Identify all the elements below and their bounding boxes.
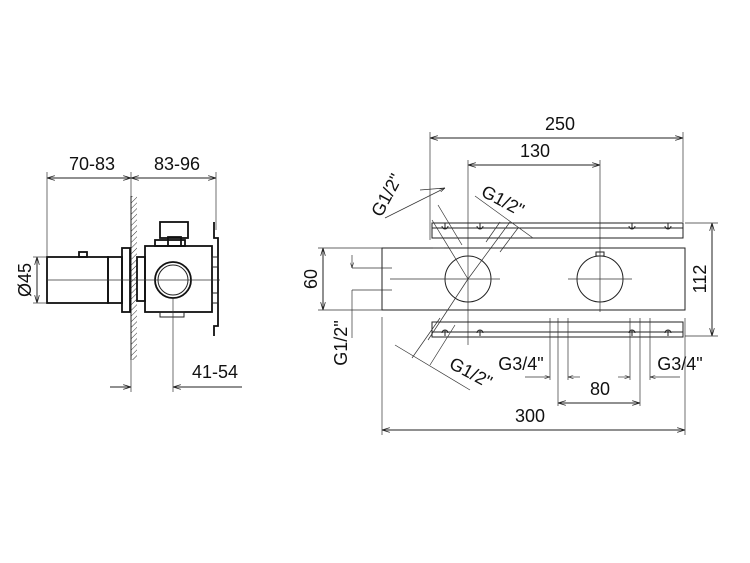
keyhole-slot [664,329,672,336]
dim-label-diameter: Ø45 [15,263,35,297]
keyhole-slots [441,223,672,336]
dim-label-wall-offset: 41-54 [192,362,238,382]
diagonal-line [467,221,511,280]
front-view: 250 130 [301,114,718,435]
thread-label-top-left: G1/2" [367,170,406,219]
dim-label-handle-depth: 70-83 [69,154,115,174]
diagonal-line [431,219,469,280]
dim-line-thread-bottom [394,344,471,391]
outlet-label-right: G3/4" [657,354,702,374]
diagonal-line [427,278,469,341]
dim-line-thread-top-left [384,188,445,219]
dim-label-plate-height: 112 [690,265,710,294]
keyhole-slot [628,329,636,336]
keyhole-slot [476,329,484,336]
dim-label-body-depth: 83-96 [154,154,200,174]
keyhole-slot [441,329,449,336]
diagonal-line [411,317,441,359]
bottom-cap [159,311,185,318]
thread-diagonals [384,188,534,391]
top-cap [159,221,189,239]
keyhole-slot [476,223,484,230]
dim-label-outlet-spacing: 80 [590,379,610,399]
valve-bar [381,247,686,311]
bracket-tab [211,292,219,304]
diagonal-line [485,221,501,243]
thread-label-left: G1/2" [331,320,351,365]
bracket-tab [211,256,219,268]
diagonal-line [499,227,519,253]
keyhole-slot [628,223,636,230]
dim-label-plate-width: 250 [545,114,575,134]
diagonal-line [429,324,456,366]
mounting-bracket [213,222,219,336]
dim-line-thread-top-right [474,195,534,239]
plate-strip-top [431,222,684,239]
dim-label-bar-height: 60 [301,269,321,289]
diagonal-line [437,204,463,246]
handle-pin [78,251,88,258]
keyhole-slot [664,223,672,230]
plate-strip-bottom [431,321,684,338]
wall-hatch [131,196,137,360]
control-notch [595,251,605,257]
connector [136,256,146,302]
top-flange [154,239,186,247]
thread-label-top-right: G1/2" [478,181,527,220]
thread-label-bottom-right: G1/2" [446,353,495,392]
dim-label-center-distance: 130 [520,141,550,161]
dim-label-total-width: 300 [515,406,545,426]
keyhole-slot [441,223,449,230]
side-view: 70-83 83-96 Ø45 41-54 [15,154,242,392]
outlet-label-left: G3/4" [498,354,543,374]
